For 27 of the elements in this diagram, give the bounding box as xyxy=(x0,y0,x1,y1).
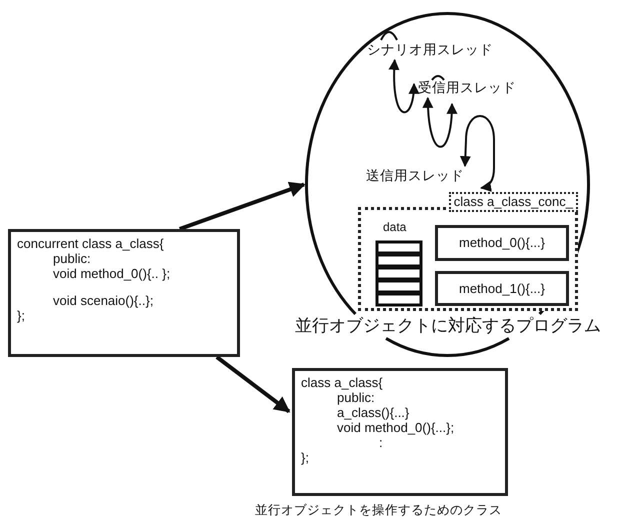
code-line: concurrent class a_class{ xyxy=(17,236,164,251)
code-line: }; xyxy=(17,308,25,323)
code-box xyxy=(8,229,240,357)
data-label: data xyxy=(383,220,406,234)
method-box: method_0(){...} xyxy=(435,225,569,261)
code-line: }; xyxy=(301,450,309,465)
code-line: void scenaio(){..}; xyxy=(53,293,154,308)
arrow xyxy=(216,355,290,414)
thread-label: 送信用スレッド xyxy=(366,168,464,184)
arrow xyxy=(422,96,458,148)
code-line: class a_class{ xyxy=(301,375,383,390)
node-label: 並行オブジェクトを操作するためのクラス xyxy=(255,502,502,517)
thread-label: シナリオ用スレッド xyxy=(367,42,493,58)
class-name-tab: class a_class_conc_ xyxy=(448,192,578,212)
code-line: public: xyxy=(337,390,375,405)
code-line: void method_0(){.. }; xyxy=(53,266,170,281)
arrow xyxy=(388,58,419,114)
code-line: a_class(){...} xyxy=(337,405,410,420)
arrow xyxy=(179,182,306,231)
method-box: method_1(){...} xyxy=(435,271,569,306)
code-box xyxy=(292,368,508,496)
arrow xyxy=(460,115,495,192)
thread-label: 受信用スレッド xyxy=(418,80,516,96)
node-label: 並行オブジェクトに対応するプログラム xyxy=(295,316,601,336)
code-line: void method_0(){...}; xyxy=(337,420,454,435)
code-line: : xyxy=(379,435,383,450)
code-line: public: xyxy=(53,251,91,266)
